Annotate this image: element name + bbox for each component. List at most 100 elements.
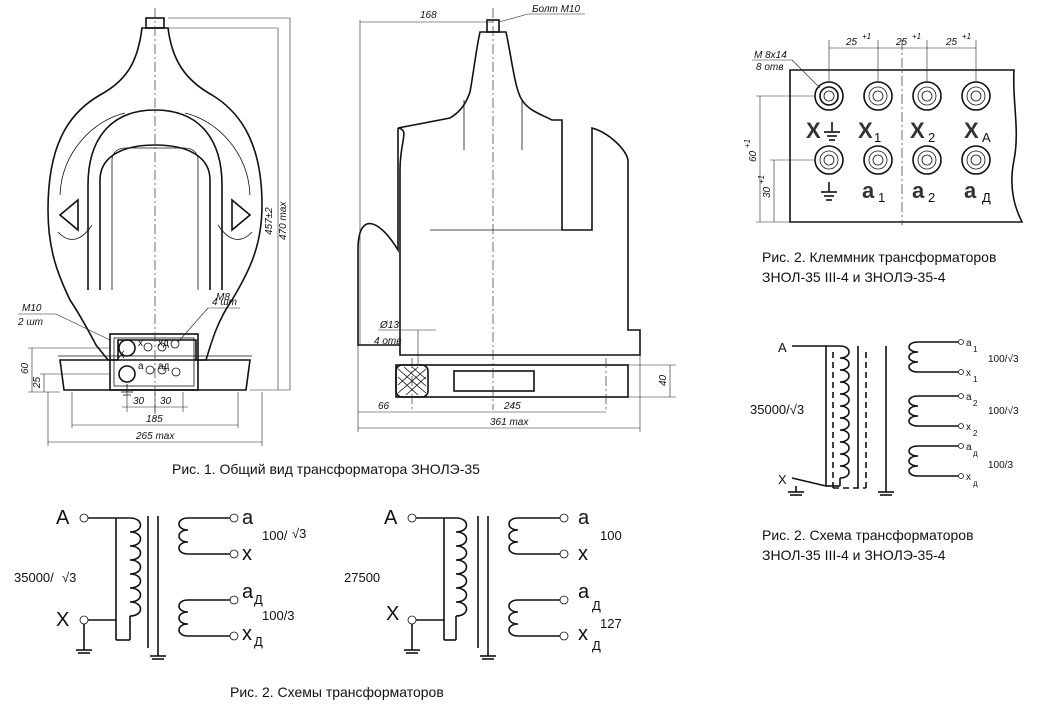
term-top-2: X [910, 118, 925, 143]
sbr-x: x [578, 543, 588, 565]
sch-w1-v: 100/√3 [988, 353, 1019, 365]
front-term-ad: aд [158, 361, 170, 372]
sbl-ad-sub: Д [254, 592, 263, 607]
term-bot-1: a [862, 178, 875, 203]
schemes-caption: Рис. 2. Схемы трансформаторов [230, 684, 444, 700]
dim-hole-dia: Ø13 [379, 320, 399, 331]
label-m10: M10 [22, 303, 42, 314]
ground-icon [824, 122, 840, 141]
sch-primary-A: A [778, 340, 787, 355]
dim-height1: 60 [748, 150, 759, 162]
dim-pitch2: 25 [895, 37, 908, 48]
sch-w3-v: 100/3 [988, 460, 1013, 471]
sch-primary-voltage: 35000/√3 [750, 402, 804, 417]
label-m10-qty: 2 шт [17, 317, 43, 328]
dim-height1-tol: +1 [743, 139, 752, 148]
dim-width-max: 265 max [135, 431, 175, 442]
dim-height-max: 470 max [278, 201, 289, 240]
front-term-a: a [138, 361, 144, 372]
sbr-w2-v: 127 [600, 616, 622, 631]
dim-length-max: 361 max [490, 417, 529, 428]
dim-pitch2-tol: +1 [912, 32, 921, 41]
fig2-scheme-caption-1: Рис. 2. Схема трансформаторов [762, 527, 974, 543]
dim-pitch3: 25 [945, 37, 958, 48]
front-term-x: x [138, 338, 143, 349]
sch-w2-v: 100/√3 [988, 405, 1019, 417]
sch-w3-x-sub: д [973, 479, 978, 488]
label-m8-qty: 4 шт [212, 297, 237, 308]
sbl-w1-v-main: 100/ [262, 528, 288, 543]
label-holes: 8 отв [756, 62, 783, 73]
sbr-X: X [386, 603, 399, 625]
ground-icon [821, 182, 837, 201]
sch-w1-a-sub: 1 [973, 345, 978, 354]
dim-spacing-a: 30 [133, 396, 145, 407]
dim-left-offset: 66 [378, 401, 390, 412]
sbl-x: x [242, 543, 252, 565]
sch-w2-a-sub: 2 [973, 399, 978, 408]
sch-w1-a: a [966, 338, 972, 349]
sbr-ad-sub: Д [592, 598, 601, 613]
sbr-xd-sub: Д [592, 638, 601, 653]
sch-w2-a: a [966, 392, 972, 403]
dim-hole-qty: 4 отв [374, 336, 401, 347]
label-bolt: Болт М10 [532, 4, 580, 15]
fig2-terminal-caption-2: ЗНОЛ-35 III-4 и ЗНОЛЭ-35-4 [762, 269, 946, 285]
sch-w2-x: x [966, 422, 971, 433]
term-bot-3: a [964, 178, 977, 203]
dim-pitch3-tol: +1 [962, 32, 971, 41]
term-bot-sub-2: 2 [928, 190, 935, 205]
sbl-a: a [242, 507, 254, 529]
front-dimensions: 457±2 470 max 60 25 M10 2 шт M8 4 шт 30 … [17, 17, 291, 446]
sbl-w1-v-root: √3 [292, 526, 306, 541]
sch-w1-x: x [966, 368, 971, 379]
dim-height2: 30 [762, 186, 773, 198]
side-dimensions: 168 Болт М10 Ø13 4 отв 66 245 361 max 40 [357, 4, 676, 432]
sch-w2-x-sub: 2 [973, 429, 978, 438]
dim-mount-pitch: 245 [503, 401, 521, 412]
sbr-xd: x [578, 623, 588, 645]
sbr-a: a [578, 507, 590, 529]
term-top-sub-1: 1 [874, 130, 881, 145]
sbl-voltage-main: 35000/ [14, 570, 54, 585]
sbl-w2-v: 100/3 [262, 608, 295, 623]
sch-w1-x-sub: 1 [973, 375, 978, 384]
dim-pitch1: 25 [845, 37, 858, 48]
term-top-sub-3: А [982, 130, 991, 145]
dim-mount-height: 25 [32, 376, 43, 389]
term-bot-sub-1: 1 [878, 190, 885, 205]
sbr-A: A [384, 507, 398, 529]
label-m8: M8 [216, 292, 230, 303]
sch-primary-X: X [778, 472, 787, 487]
dim-hole-pitch: 185 [146, 414, 163, 425]
sch-w3-x: x [966, 472, 971, 483]
dim-base-height: 60 [20, 362, 31, 374]
term-top-3: X [964, 118, 979, 143]
front-view: x xд X a aд [47, 8, 263, 420]
sbl-X: X [56, 609, 69, 631]
fig2-scheme-caption-2: ЗНОЛ-35 III-4 и ЗНОЛЭ-35-4 [762, 547, 946, 563]
term-top-0: X [806, 118, 821, 143]
fig2-terminal-caption-1: Рис. 2. Клеммник трансформаторов [762, 249, 996, 265]
scheme-right-bottom: A X 27500 a x 100 a Д x Д 127 [344, 507, 622, 660]
dim-pitch1-tol: +1 [862, 32, 871, 41]
sch-w3-a-sub: д [973, 449, 978, 458]
scheme-left-bottom: A X 35000/ √3 a x 100/ √3 a Д x Д 100/3 [14, 507, 306, 660]
sbl-A: A [56, 507, 70, 529]
term-top-1: X [858, 118, 873, 143]
sbr-voltage: 27500 [344, 570, 380, 585]
dim-height2-tol: +1 [757, 175, 766, 184]
front-term-X: X [118, 350, 125, 361]
front-term-xd: xд [158, 338, 169, 349]
sbl-voltage-root: √3 [62, 570, 76, 585]
label-thread: M 8x14 [754, 50, 787, 61]
term-top-sub-2: 2 [928, 130, 935, 145]
dim-side-base-height: 40 [658, 374, 669, 386]
dim-spacing-b: 30 [160, 396, 172, 407]
sbl-ad: a [242, 581, 254, 603]
sbr-ad: a [578, 581, 590, 603]
term-bot-2: a [912, 178, 925, 203]
dim-top-offset: 168 [420, 10, 437, 21]
scheme-right: A X 35000/√3 a 1 x 1 100/√3 a 2 x 2 [750, 338, 1019, 496]
